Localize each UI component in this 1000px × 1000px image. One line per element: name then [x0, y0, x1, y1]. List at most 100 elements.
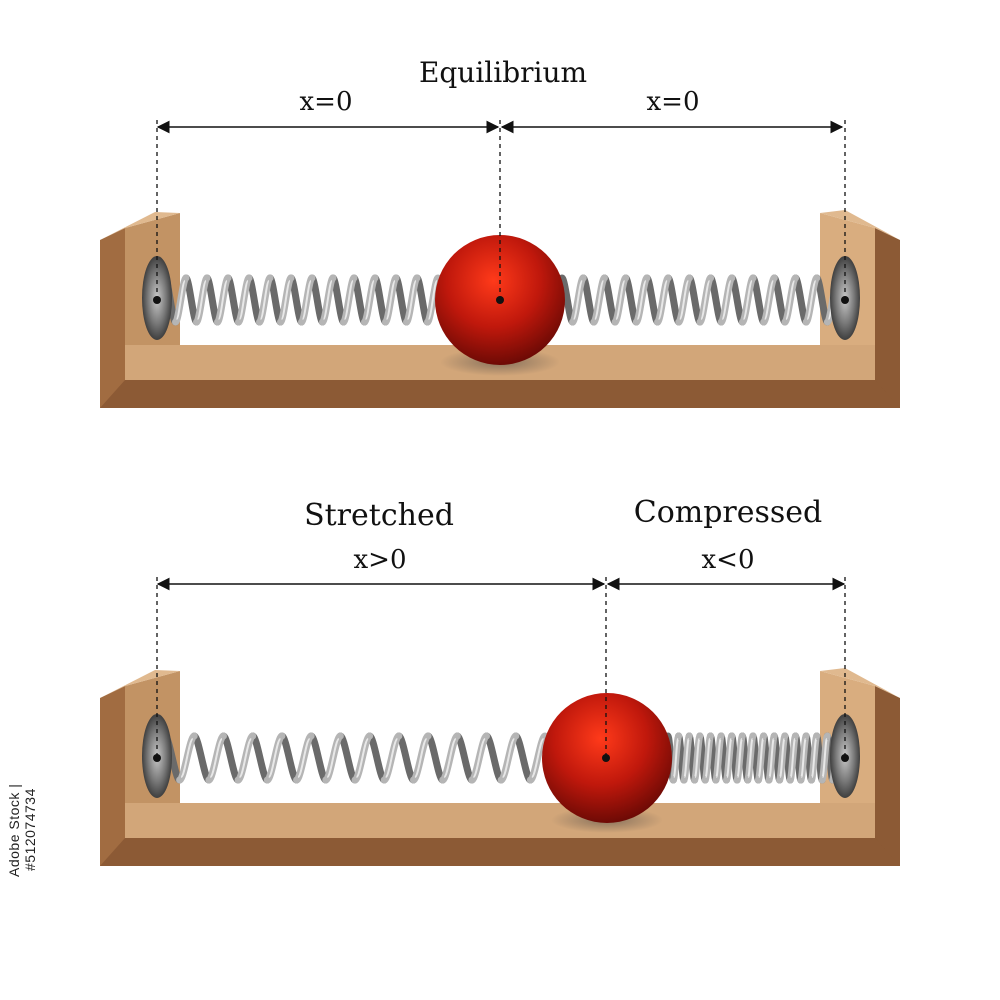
- bottom-left-anchor-dot: [153, 754, 161, 762]
- spring-coil-highlight: [322, 280, 333, 320]
- spring-coil-back: [413, 274, 431, 326]
- spring-coil-highlight: [280, 280, 291, 320]
- spring-coil-highlight: [355, 738, 370, 778]
- spring-coil-back: [685, 274, 704, 326]
- stretched-displacement-label: x>0: [354, 545, 407, 575]
- spring-coil-highlight: [704, 738, 711, 778]
- spring-coil-highlight: [763, 280, 775, 320]
- spring-coil-back: [512, 732, 534, 784]
- spring-coil-highlight: [779, 738, 786, 778]
- stretched-title: Stretched: [304, 498, 454, 533]
- spring-coil-highlight: [501, 738, 516, 778]
- equilibrium-panel: Equilibrium x=0 x=0: [100, 56, 900, 408]
- top-ball-center-dot: [496, 296, 504, 304]
- bottom-right-anchor-dot: [841, 754, 849, 762]
- spring-coil-highlight: [301, 280, 312, 320]
- spring-coil-highlight: [806, 280, 817, 320]
- spring-coil-highlight: [678, 280, 690, 320]
- equilibrium-title: Equilibrium: [419, 56, 587, 89]
- spring-coil-highlight: [757, 738, 765, 778]
- spring-coil-highlight: [326, 738, 340, 778]
- spring-coil-back: [424, 732, 447, 784]
- spring-coil-back: [350, 274, 368, 326]
- spring-coil-back: [308, 274, 326, 326]
- spring-coil-back: [792, 274, 810, 326]
- spring-coil-highlight: [385, 280, 396, 320]
- spring-coil-back: [707, 274, 725, 326]
- stock-image-id: Adobe Stock | #512074734: [6, 783, 38, 877]
- spring-coil-highlight: [742, 280, 754, 320]
- spring-coil-highlight: [593, 280, 605, 320]
- spring-coil-highlight: [196, 280, 207, 320]
- spring-coil-highlight: [180, 738, 194, 778]
- spring-coil-highlight: [238, 280, 249, 320]
- spring-coil-highlight: [297, 738, 311, 778]
- spring-coil-highlight: [259, 280, 270, 320]
- compressed-spring: [664, 732, 842, 784]
- spring-coil-back: [182, 274, 200, 326]
- spring-coil-back: [249, 732, 271, 784]
- spring-coil-highlight: [694, 738, 701, 778]
- spring-coil-highlight: [683, 738, 690, 778]
- spring-coil-back: [219, 732, 242, 784]
- spring-coil-highlight: [364, 280, 375, 320]
- spring-coil-highlight: [472, 738, 487, 778]
- spring-coil-back: [749, 274, 768, 326]
- spring-coil-highlight: [672, 738, 680, 778]
- spring-coil-highlight: [789, 738, 796, 778]
- stretched-spring: [161, 732, 549, 784]
- spring-coil-highlight: [217, 280, 228, 320]
- spring-coil-highlight: [721, 280, 732, 320]
- spring-coil-highlight: [800, 738, 807, 778]
- spring-coil-back: [728, 274, 746, 326]
- spring-coil-back: [224, 274, 242, 326]
- spring-coil-back: [395, 732, 417, 784]
- bottom-ball-center-dot: [602, 754, 610, 762]
- spring-coil-back: [392, 274, 410, 326]
- spring-coil-highlight: [572, 280, 584, 320]
- spring-coil-back: [278, 732, 301, 784]
- compressed-displacement-label: x<0: [702, 545, 755, 575]
- top-right-spring: [558, 274, 842, 326]
- spring-coil-back: [453, 732, 476, 784]
- top-left-spring: [161, 274, 442, 326]
- spring-coil-back: [770, 274, 789, 326]
- spring-coil-highlight: [615, 280, 626, 320]
- spring-coil-back: [190, 732, 213, 784]
- spring-coil-highlight: [238, 738, 253, 778]
- spring-coil-back: [366, 732, 388, 784]
- spring-coil-highlight: [810, 738, 818, 778]
- spring-coil-highlight: [267, 738, 282, 778]
- spring-coil-highlight: [530, 738, 545, 778]
- spring-coil-highlight: [343, 280, 354, 320]
- spring-coil-back: [329, 274, 347, 326]
- spring-coil-highlight: [821, 738, 828, 778]
- spring-coil-back: [203, 274, 221, 326]
- compressed-title: Compressed: [634, 495, 823, 530]
- spring-coil-back: [643, 274, 662, 326]
- top-left-anchor-dot: [153, 296, 161, 304]
- spring-coil-highlight: [413, 738, 428, 778]
- spring-coil-highlight: [636, 280, 647, 320]
- spring-coil-back: [287, 274, 305, 326]
- spring-coil-highlight: [784, 280, 796, 320]
- spring-coil-highlight: [427, 280, 438, 320]
- spring-coil-back: [371, 274, 389, 326]
- spring-coil-highlight: [384, 738, 399, 778]
- displaced-panel: Stretched x>0 Compressed x<0: [100, 495, 900, 866]
- spring-coil-back: [266, 274, 284, 326]
- spring-coil-highlight: [768, 738, 775, 778]
- top-right-anchor-dot: [841, 296, 849, 304]
- spring-coil-back: [664, 274, 683, 326]
- spring-coil-highlight: [736, 738, 743, 778]
- spring-coil-back: [307, 732, 330, 784]
- top-right-displacement-label: x=0: [647, 87, 700, 117]
- spring-coil-highlight: [443, 738, 457, 778]
- spring-coil-back: [483, 732, 505, 784]
- spring-coil-highlight: [747, 738, 754, 778]
- spring-coil-highlight: [175, 280, 186, 320]
- spring-coil-highlight: [725, 738, 733, 778]
- spring-coil-highlight: [657, 280, 669, 320]
- spring-coil-back: [245, 274, 263, 326]
